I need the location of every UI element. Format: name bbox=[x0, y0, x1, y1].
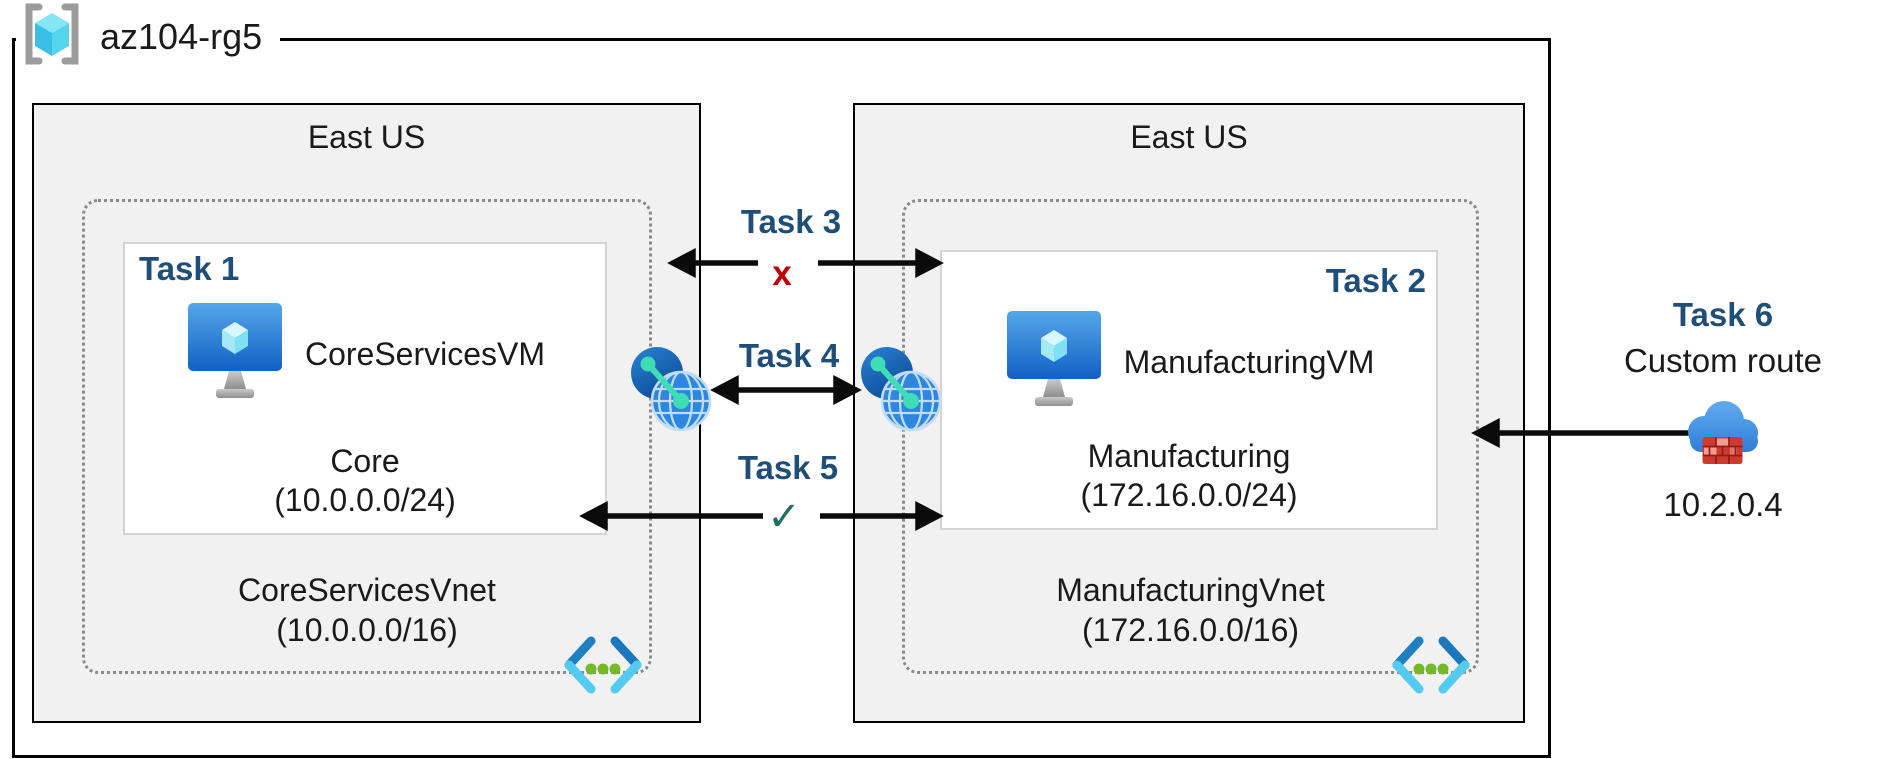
allowed-check-mark: ✓ bbox=[767, 495, 801, 539]
resource-group-icon bbox=[18, 2, 86, 71]
subnet-name: Core bbox=[330, 443, 400, 479]
vnet-box-manufacturing: Task 2 bbox=[902, 199, 1479, 694]
task2-label: Task 2 bbox=[1325, 262, 1426, 299]
firewall-cloud-icon bbox=[1678, 392, 1770, 477]
task4-label: Task 4 bbox=[738, 337, 840, 374]
region-box-east-us-1: East US Task 1 bbox=[32, 103, 701, 723]
vm-name: ManufacturingVM bbox=[1123, 343, 1375, 380]
vnet-cidr: (10.0.0.0/16) bbox=[276, 612, 458, 648]
network-peering-icon bbox=[626, 344, 714, 437]
resource-group-name: az104-rg5 bbox=[100, 15, 263, 57]
custom-route-title: Custom route bbox=[1623, 342, 1823, 379]
subnet-cidr: (172.16.0.0/24) bbox=[1080, 477, 1298, 513]
subnet-name: Manufacturing bbox=[1087, 438, 1291, 474]
vm-card-coreservices: Task 1 bbox=[123, 242, 607, 535]
virtual-network-icon bbox=[561, 633, 645, 702]
vm-card-manufacturing: Task 2 bbox=[940, 250, 1438, 530]
virtual-machine-icon bbox=[1004, 308, 1104, 417]
subnet-label: Manufacturing (172.16.0.0/24) bbox=[942, 437, 1436, 515]
vm-name: CoreServicesVM bbox=[304, 335, 546, 372]
resource-group-label: az104-rg5 bbox=[16, 2, 281, 75]
region-title: East US bbox=[1130, 119, 1248, 155]
custom-route-ip: 10.2.0.4 bbox=[1663, 486, 1783, 523]
task1-label: Task 1 bbox=[139, 250, 240, 287]
virtual-network-icon bbox=[1389, 633, 1473, 702]
vnet-label: ManufacturingVnet (172.16.0.0/16) bbox=[905, 570, 1476, 650]
region-title: East US bbox=[307, 119, 426, 155]
task5-label: Task 5 bbox=[737, 449, 839, 486]
subnet-label: Core (10.0.0.0/24) bbox=[125, 442, 605, 520]
network-peering-icon bbox=[856, 344, 944, 437]
blocked-x-mark: x bbox=[772, 254, 792, 293]
virtual-machine-icon bbox=[185, 300, 285, 409]
task3-label: Task 3 bbox=[740, 203, 842, 240]
vnet-label: CoreServicesVnet (10.0.0.0/16) bbox=[85, 570, 649, 650]
vnet-name: ManufacturingVnet bbox=[1056, 572, 1325, 608]
subnet-cidr: (10.0.0.0/24) bbox=[274, 482, 456, 518]
vnet-name: CoreServicesVnet bbox=[238, 572, 496, 608]
resource-group-frame bbox=[12, 38, 1551, 758]
task6-label: Task 6 bbox=[1672, 296, 1774, 333]
region-box-east-us-2: East US Task 2 bbox=[853, 103, 1525, 723]
vnet-box-coreservices: Task 1 bbox=[82, 199, 652, 694]
vnet-cidr: (172.16.0.0/16) bbox=[1081, 612, 1300, 648]
